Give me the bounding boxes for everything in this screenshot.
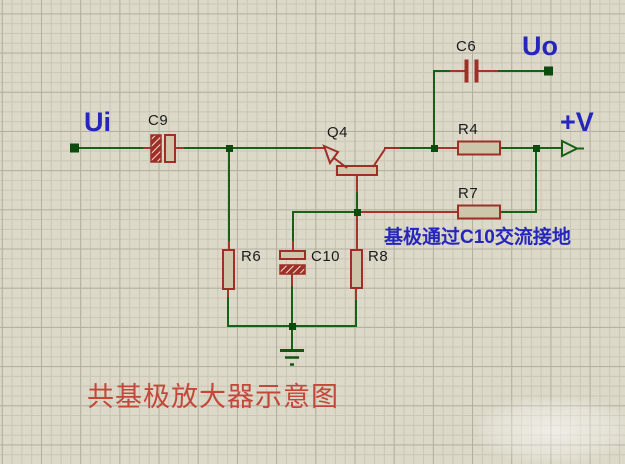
- annotation-note[interactable]: 基极通过C10交流接地: [384, 227, 571, 248]
- label-c10: C10: [311, 248, 341, 265]
- label-r8: R8: [368, 248, 389, 265]
- resistor-r6[interactable]: [222, 249, 235, 290]
- label-c9: C9: [148, 112, 169, 129]
- input-terminal-label: Ui: [84, 107, 111, 137]
- label-r4: R4: [458, 121, 479, 138]
- capacitor-c6[interactable]: [464, 59, 479, 83]
- resistor-r8[interactable]: [350, 249, 363, 289]
- output-terminal[interactable]: [544, 66, 553, 76]
- ground-symbol[interactable]: [280, 349, 304, 366]
- power-terminal-label: +V: [560, 107, 594, 137]
- junction-dots: [226, 145, 540, 330]
- power-terminal[interactable]: [561, 139, 584, 158]
- pin-leads: [143, 70, 498, 300]
- input-terminal[interactable]: [70, 143, 79, 153]
- schematic-title[interactable]: 共基极放大器示意图: [87, 382, 339, 412]
- capacitor-c9[interactable]: [150, 134, 176, 163]
- label-c6: C6: [456, 38, 477, 55]
- resistor-r7[interactable]: [457, 204, 501, 220]
- output-terminal-label: Uo: [522, 31, 558, 61]
- resistor-r4[interactable]: [457, 140, 501, 156]
- label-r7: R7: [458, 185, 479, 202]
- transistor-q4[interactable]: [322, 144, 400, 176]
- label-r6: R6: [241, 248, 262, 265]
- label-q4: Q4: [327, 124, 349, 141]
- capacitor-c10[interactable]: [279, 250, 306, 275]
